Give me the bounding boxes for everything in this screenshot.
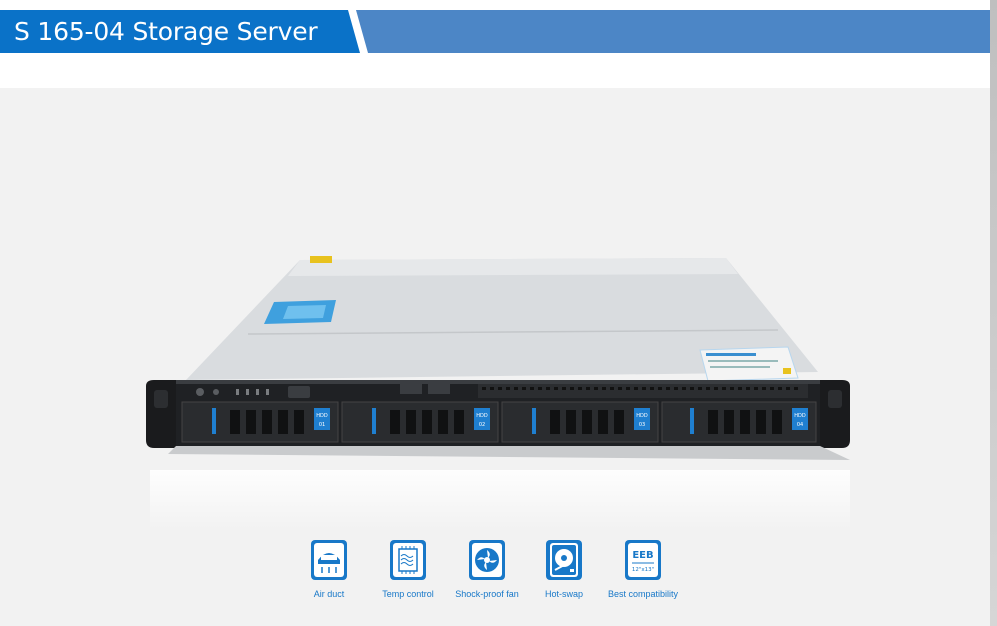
bay-3-number: 03 — [639, 422, 645, 428]
feature-label-temp-control: Temp control — [382, 589, 434, 599]
bay-4-hdd-label: HDD — [794, 413, 806, 419]
feature-label-best-compatibility: Best compatibility — [607, 589, 679, 599]
title-tab: S 165-04 Storage Server — [0, 10, 360, 53]
bay-1-hdd-label: HDD — [316, 413, 328, 419]
power-button — [196, 388, 204, 396]
page-title: S 165-04 Storage Server — [14, 17, 318, 46]
eeb-board-icon: EEB 12"x13" — [625, 540, 661, 580]
drive-bay-1 — [181, 401, 339, 443]
feature-air-duct: Air duct — [284, 538, 374, 600]
feature-temp-control: Temp control — [363, 538, 453, 600]
bay-4-number: 04 — [797, 422, 803, 428]
rack-ear-right — [820, 380, 850, 448]
bay-2-hdd-label: HDD — [476, 413, 488, 419]
rack-ear-left — [146, 380, 176, 448]
feature-label-shock-proof-fan: Shock-proof fan — [455, 589, 519, 599]
bay-3-hdd-label: HDD — [636, 413, 648, 419]
vent-grille — [478, 384, 808, 398]
window-edge — [990, 0, 997, 626]
bay-1-number: 01 — [319, 422, 325, 428]
hot-swap-drive-icon — [546, 540, 582, 580]
drive-bay-2 — [341, 401, 499, 443]
feature-label-air-duct: Air duct — [313, 589, 345, 599]
feature-best-compatibility: EEB 12"x13" Best compatibility — [598, 538, 688, 600]
drive-bay-3 — [501, 401, 659, 443]
bay-2-number: 02 — [479, 422, 485, 428]
fan-icon — [469, 540, 505, 580]
feature-label-hot-swap: Hot-swap — [544, 589, 583, 599]
air-duct-icon — [311, 540, 347, 580]
spec-sticker — [699, 346, 799, 382]
feature-hot-swap: Hot-swap — [519, 538, 609, 600]
usb-port — [288, 386, 310, 398]
server-reflection — [150, 470, 850, 530]
drive-bay-4 — [661, 401, 817, 443]
feature-row: Air duct Temp control Shock-proof fan — [300, 538, 700, 608]
warning-sticker — [310, 256, 332, 263]
server-image: HDD 01 HDD 02 HDD 03 HDD 04 — [146, 256, 850, 460]
feature-shock-proof-fan: Shock-proof fan — [442, 538, 532, 600]
header-banner — [356, 10, 990, 53]
eeb-badge-title: EEB — [632, 550, 653, 561]
eeb-badge-size: 12"x13" — [632, 567, 654, 573]
temp-control-icon — [390, 540, 426, 580]
page-header: S 165-04 Storage Server — [0, 10, 990, 53]
server-lid — [186, 258, 818, 380]
